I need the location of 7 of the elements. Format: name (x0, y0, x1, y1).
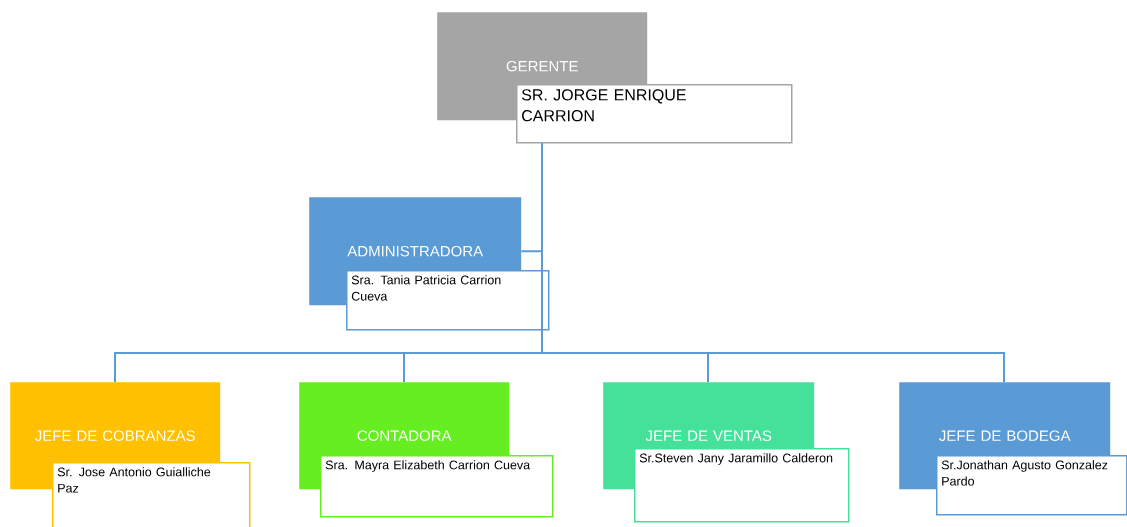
name-box: Sra. Tania Patricia Carrion Cueva (346, 270, 550, 331)
name-box: SR. JORGE ENRIQUE CARRION (516, 84, 793, 144)
name-box: Sr.Jonathan Agusto Gonzalez Pardo (936, 455, 1127, 516)
name-box: Sra. Mayra Elizabeth Carrion Cueva (320, 455, 554, 518)
name-box: Sr.Steven Jany Jaramillo Calderon (634, 448, 850, 523)
name-box: Sr. Jose Antonio Guialliche Paz (52, 462, 251, 527)
connector-line (541, 142, 1005, 383)
